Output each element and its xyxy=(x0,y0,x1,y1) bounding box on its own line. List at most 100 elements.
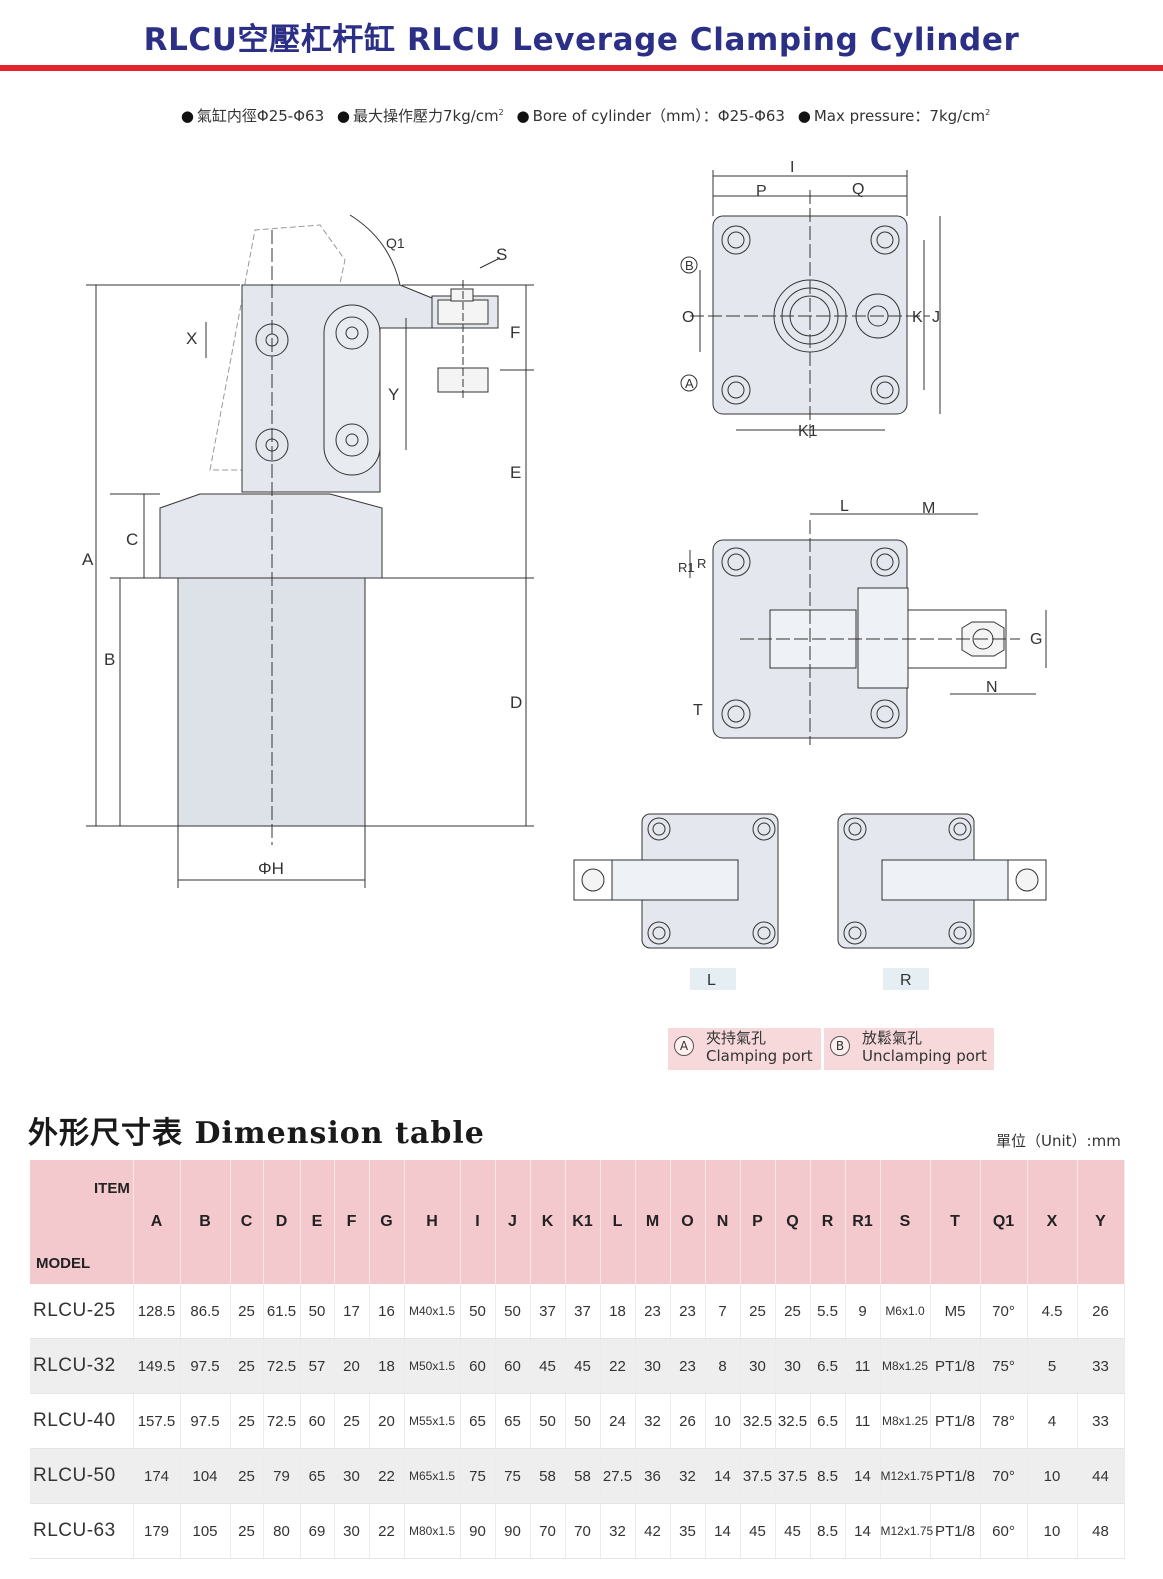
table-cell: 32.5 xyxy=(775,1393,811,1449)
variant-right-view: R xyxy=(837,813,1047,990)
table-cell: 79 xyxy=(263,1448,301,1504)
table-cell: M40x1.5 xyxy=(404,1284,461,1339)
table-cell: 22 xyxy=(600,1338,636,1394)
table-cell: 25 xyxy=(230,1393,264,1449)
label-D: D xyxy=(510,693,522,712)
table-cell: 24 xyxy=(600,1393,636,1449)
label-C: C xyxy=(126,530,138,549)
label-X: X xyxy=(186,329,197,348)
col-header: G xyxy=(369,1160,405,1284)
table-cell: 45 xyxy=(565,1338,601,1394)
variant-left-view: L xyxy=(573,813,779,990)
table-cell: M5 xyxy=(930,1284,981,1339)
table-cell: M80x1.5 xyxy=(404,1503,461,1559)
table-cell: 9 xyxy=(845,1284,881,1339)
table-cell: M12x1.75 xyxy=(880,1503,933,1559)
table-cell: 23 xyxy=(670,1338,706,1394)
table-cell: 50 xyxy=(460,1284,496,1339)
col-header: A xyxy=(133,1160,181,1284)
table-cell: 14 xyxy=(705,1448,741,1504)
table-cell: 50 xyxy=(530,1393,566,1449)
table-cell: 14 xyxy=(845,1448,881,1504)
label-B: B xyxy=(104,650,115,669)
table-cell: M8x1.25 xyxy=(880,1393,931,1449)
col-header: Q1 xyxy=(980,1160,1028,1284)
table-cell: 104 xyxy=(180,1448,231,1504)
col-header: J xyxy=(495,1160,531,1284)
table-cell: 42 xyxy=(635,1503,671,1559)
table-cell: 75° xyxy=(980,1338,1028,1394)
table-cell: 60° xyxy=(980,1503,1028,1559)
table-cell: 72.5 xyxy=(263,1338,301,1394)
bullet-icon: ● xyxy=(516,107,530,125)
table-cell: 174 xyxy=(133,1448,181,1504)
table-cell: M65x1.5 xyxy=(404,1448,461,1504)
table-cell: 65 xyxy=(495,1393,531,1449)
label-R: R xyxy=(697,556,706,571)
table-cell: 4.5 xyxy=(1027,1284,1078,1339)
table-cell: 97.5 xyxy=(180,1393,231,1449)
table-cell: M12x1.75 xyxy=(880,1448,933,1504)
label-F: F xyxy=(510,323,520,342)
table-cell: 23 xyxy=(635,1284,671,1339)
table-cell: 17 xyxy=(334,1284,370,1339)
front-view: L M R1 R G N T xyxy=(678,498,1047,745)
unit-label: 單位（Unit）:mm xyxy=(996,1132,1121,1150)
table-cell: 22 xyxy=(369,1448,405,1504)
col-header: L xyxy=(600,1160,636,1284)
table-cell: 30 xyxy=(775,1338,811,1394)
model-cell: RLCU-32 xyxy=(30,1338,134,1394)
label-L: L xyxy=(840,498,849,515)
label-Q1: Q1 xyxy=(386,235,405,251)
corner-model: MODEL xyxy=(36,1255,91,1272)
spec-bore-en: Bore of cylinder（mm）：Φ25-Φ63 xyxy=(532,107,785,125)
table-cell: 65 xyxy=(460,1393,496,1449)
table-cell: M55x1.5 xyxy=(404,1393,461,1449)
table-cell: PT1/8 xyxy=(930,1448,981,1504)
spec-pressure-en: Max pressure：7kg/cm xyxy=(813,107,986,125)
table-cell: 18 xyxy=(600,1284,636,1339)
label-R1: R1 xyxy=(678,560,695,575)
model-cell: RLCU-40 xyxy=(30,1393,134,1449)
label-Q: Q xyxy=(852,181,864,198)
table-cell: 75 xyxy=(495,1448,531,1504)
spec-pressure-cn: 最大操作壓力7kg/cm xyxy=(352,107,499,125)
col-header: C xyxy=(230,1160,264,1284)
table-cell: 48 xyxy=(1077,1503,1125,1559)
table-cell: 25 xyxy=(230,1284,264,1339)
table-cell: 27.5 xyxy=(600,1448,636,1504)
table-cell: 37.5 xyxy=(775,1448,811,1504)
label-N: N xyxy=(986,679,998,696)
table-cell: 30 xyxy=(635,1338,671,1394)
table-cell: 10 xyxy=(705,1393,741,1449)
table-cell: 60 xyxy=(495,1338,531,1394)
table-cell: 65 xyxy=(300,1448,335,1504)
table-cell: 57 xyxy=(300,1338,335,1394)
page-title: RLCU空壓杠杆缸 RLCU Leverage Clamping Cylinde… xyxy=(143,22,1020,58)
table-cell: 7 xyxy=(705,1284,741,1339)
table-cell: 86.5 xyxy=(180,1284,231,1339)
port-A-label: A xyxy=(685,376,694,391)
table-cell: 90 xyxy=(460,1503,496,1559)
col-header: R1 xyxy=(845,1160,881,1284)
table-cell: 70° xyxy=(980,1448,1028,1504)
table-cell: 20 xyxy=(369,1393,405,1449)
table-cell: 36 xyxy=(635,1448,671,1504)
clamping-port-cn: 夾持氣孔 xyxy=(706,1029,767,1047)
table-cell: 25 xyxy=(230,1503,264,1559)
table-cell: 25 xyxy=(740,1284,776,1339)
table-cell: 75 xyxy=(460,1448,496,1504)
bullet-icon: ● xyxy=(336,107,350,125)
table-cell: 26 xyxy=(670,1393,706,1449)
label-G: G xyxy=(1030,631,1042,648)
col-header: O xyxy=(670,1160,706,1284)
table-cell: 70 xyxy=(565,1503,601,1559)
technical-drawing: A B C D E F X Y S Q1 ΦH I P Q xyxy=(82,159,1047,990)
table-cell: 33 xyxy=(1077,1393,1125,1449)
table-cell: 58 xyxy=(565,1448,601,1504)
table-cell: 45 xyxy=(530,1338,566,1394)
table-cell: M6x1.0 xyxy=(880,1284,931,1339)
dimension-table: ITEM MODEL A B C D E F G H I J K K1 L M … xyxy=(30,1160,1125,1559)
